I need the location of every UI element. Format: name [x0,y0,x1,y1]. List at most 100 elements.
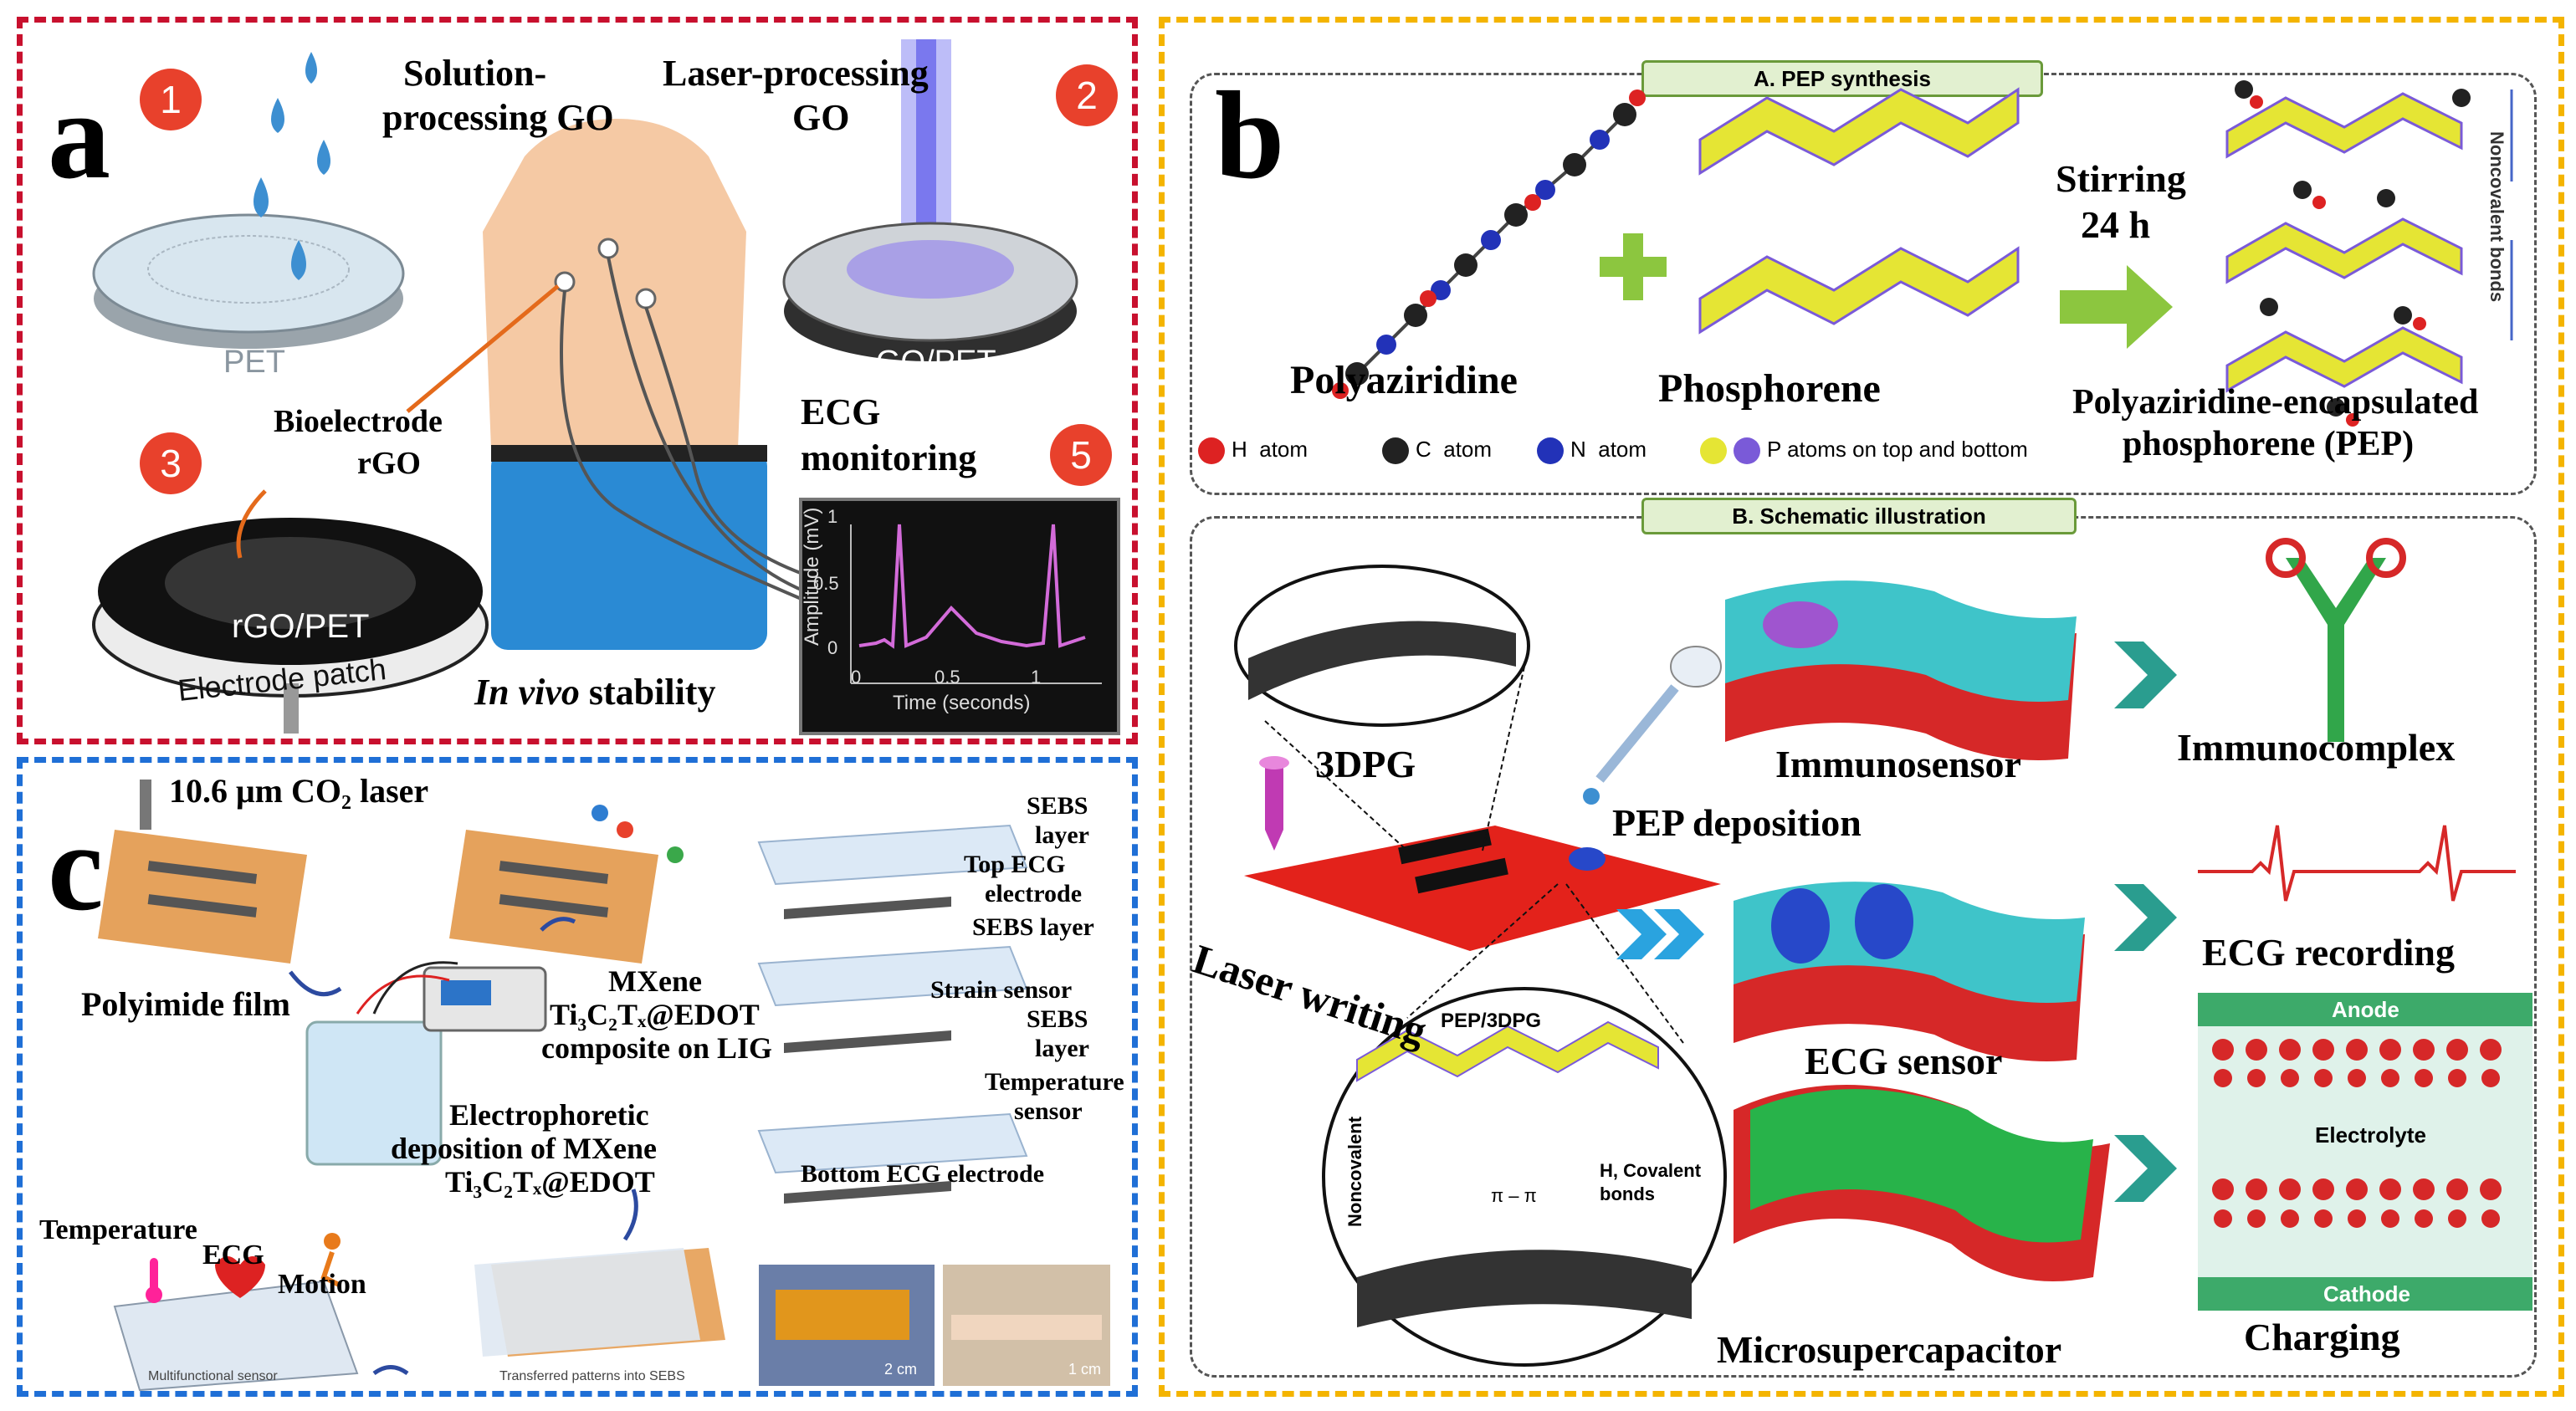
plot-xtick-0: 0 [851,667,862,688]
step-1-badge: 1 [140,69,202,130]
panel-c-letter: c [48,798,104,937]
plot-ytick-0: 0 [827,637,838,658]
top-ecg-label-1: Top ECG [964,851,1066,878]
charging-label: Charging [2244,1316,2400,1358]
mxene-label-2: Ti₃C₂Tₓ@EDOT [550,998,760,1031]
legend-n: N atom [1537,437,1647,465]
h-covalent-label-2: bonds [1600,1184,1655,1204]
electrolyte-label: Electrolyte [2315,1122,2426,1148]
step-3-badge: 3 [140,432,202,494]
polyaziridine-label: Polyaziridine [1290,358,1518,402]
ecg-recording-label: ECG recording [2202,931,2455,974]
panel-a-letter: a [48,66,110,205]
motion-label: Motion [278,1269,366,1300]
plot-ytick-1: 1 [827,506,838,527]
mxene-label-3: composite on LIG [541,1031,773,1065]
ecg-monitoring-label-1: ECG [801,391,881,432]
stirring-label-1: Stirring [2056,157,2186,200]
temperature-sensor-label-2: sensor [1014,1097,1083,1125]
legend-c-symbol: C [1416,437,1431,462]
laser-processing-label-1: Laser-processing [663,53,929,94]
pep-synthesis-banner: A. PEP synthesis [1641,60,2043,97]
pep-label-2: phosphorene (PEP) [2123,425,2415,463]
temperature-sensor-label-1: Temperature [985,1068,1124,1096]
legend-n-symbol: N [1570,437,1586,462]
top-ecg-label-2: electrode [985,880,1083,907]
pep-label-1: Polyaziridine-encapsulated [2072,383,2479,422]
ecg-monitoring-label-2: monitoring [801,437,977,478]
in-vivo-stability-label: In vivo stability [474,671,715,713]
plot-xlabel: Time (seconds) [893,692,1031,714]
immunocomplex-label: Immunocomplex [2177,726,2456,769]
legend-p-text: P atoms on top and bottom [1767,437,2028,462]
multifunctional-sensor-label: Multifunctional sensor [148,1369,278,1383]
electrophoretic-label-3: Ti₃C₂Tₓ@EDOT [445,1165,655,1199]
legend-h: H atom [1198,437,1308,465]
pi-pi-label: π – π [1491,1185,1537,1206]
solution-processing-label-1: Solution- [403,53,547,94]
photo-scale-1cm: 1 cm [1068,1361,1102,1378]
electrophoretic-label-1: Electrophoretic [449,1098,649,1132]
strain-sensor-label: Strain sensor [930,976,1073,1004]
solution-processing-label-2: processing GO [382,97,614,138]
phosphorene-label: Phosphorene [1658,366,1881,411]
panel-b-illustration [1234,80,2532,1367]
pet-label: PET [223,345,285,380]
go-pet-label: GO/PET [876,345,996,380]
p-atom-top-icon [1700,437,1727,465]
bioelectrode-label-1: Bioelectrode [274,404,443,439]
stability-text: stability [579,672,716,713]
bottom-ecg-label: Bottom ECG electrode [801,1160,1045,1188]
sebs-layer-1b-label: layer [1035,821,1089,849]
pep-3dpg-label: PEP/3DPG [1441,1010,1542,1032]
legend-c-text: atom [1443,437,1493,462]
microsupercapacitor-label: Microsupercapacitor [1717,1328,2062,1371]
panel-a-illustration [92,39,1120,735]
legend-h-text: atom [1259,437,1308,462]
electrophoretic-label-2: deposition of MXene [391,1132,657,1165]
plot-xtick-0-5: 0.5 [935,667,960,688]
mxene-label-1: MXene [608,964,702,998]
h-covalent-label-1: H, Covalent [1600,1160,1702,1181]
legend-c: C atom [1382,437,1493,465]
sebs-layer-2-label: SEBS layer [972,913,1094,941]
h-atom-icon [1198,437,1225,465]
noncovalent-bonds-label: Noncovalent bonds [2486,131,2507,303]
rgo-pet-label: rGO/PET [232,608,370,645]
photo-scale-2cm: 2 cm [884,1361,918,1378]
panel-c-illustration [98,780,1110,1391]
sebs-layer-3b-label: layer [1035,1035,1089,1062]
c-atom-icon [1382,437,1409,465]
bioelectrode-label-2: rGO [357,446,421,481]
sebs-layer-3-label: SEBS [1027,1005,1088,1033]
legend-h-symbol: H [1232,437,1247,462]
plot-ytick-0-5: 0.5 [813,573,839,594]
noncovalent-label: Noncovalent [1344,1116,1365,1227]
polyimide-film-label: Polyimide film [81,985,290,1023]
legend-n-text: atom [1598,437,1647,462]
panel-b-letter: b [1215,66,1285,205]
plot-xtick-1: 1 [1031,667,1042,688]
laser-processing-label-2: GO [792,97,850,138]
legend-p: P atoms on top and bottom [1700,437,2028,465]
panel-c: c [17,757,1138,1397]
stirring-label-2: 24 h [2081,203,2151,246]
transferred-patterns-label: Transferred patterns into SEBS [499,1369,685,1383]
ecg-label: ECG [202,1240,264,1270]
pep-deposition-label: PEP deposition [1612,801,1862,844]
n-atom-icon [1537,437,1564,465]
co2-laser-label: 10.6 μm CO₂ laser [169,772,429,810]
anode-label: Anode [2332,997,2399,1022]
panel-b: b A. PEP synthesis [1159,17,2564,1397]
step-2-badge: 2 [1056,64,1118,126]
p-atom-bottom-icon [1734,437,1760,465]
immunosensor-label: Immunosensor [1775,743,2021,785]
3dpg-label: 3DPG [1315,743,1416,785]
in-vivo-italic: In vivo [474,672,580,713]
cathode-label: Cathode [2323,1281,2410,1306]
step-5-badge: 5 [1050,424,1112,486]
schematic-banner: B. Schematic illustration [1641,498,2077,534]
sebs-layer-1-label: SEBS [1027,792,1088,820]
ecg-sensor-label: ECG sensor [1805,1040,2003,1082]
panel-a: a 1 2 3 4 5 [17,17,1138,744]
